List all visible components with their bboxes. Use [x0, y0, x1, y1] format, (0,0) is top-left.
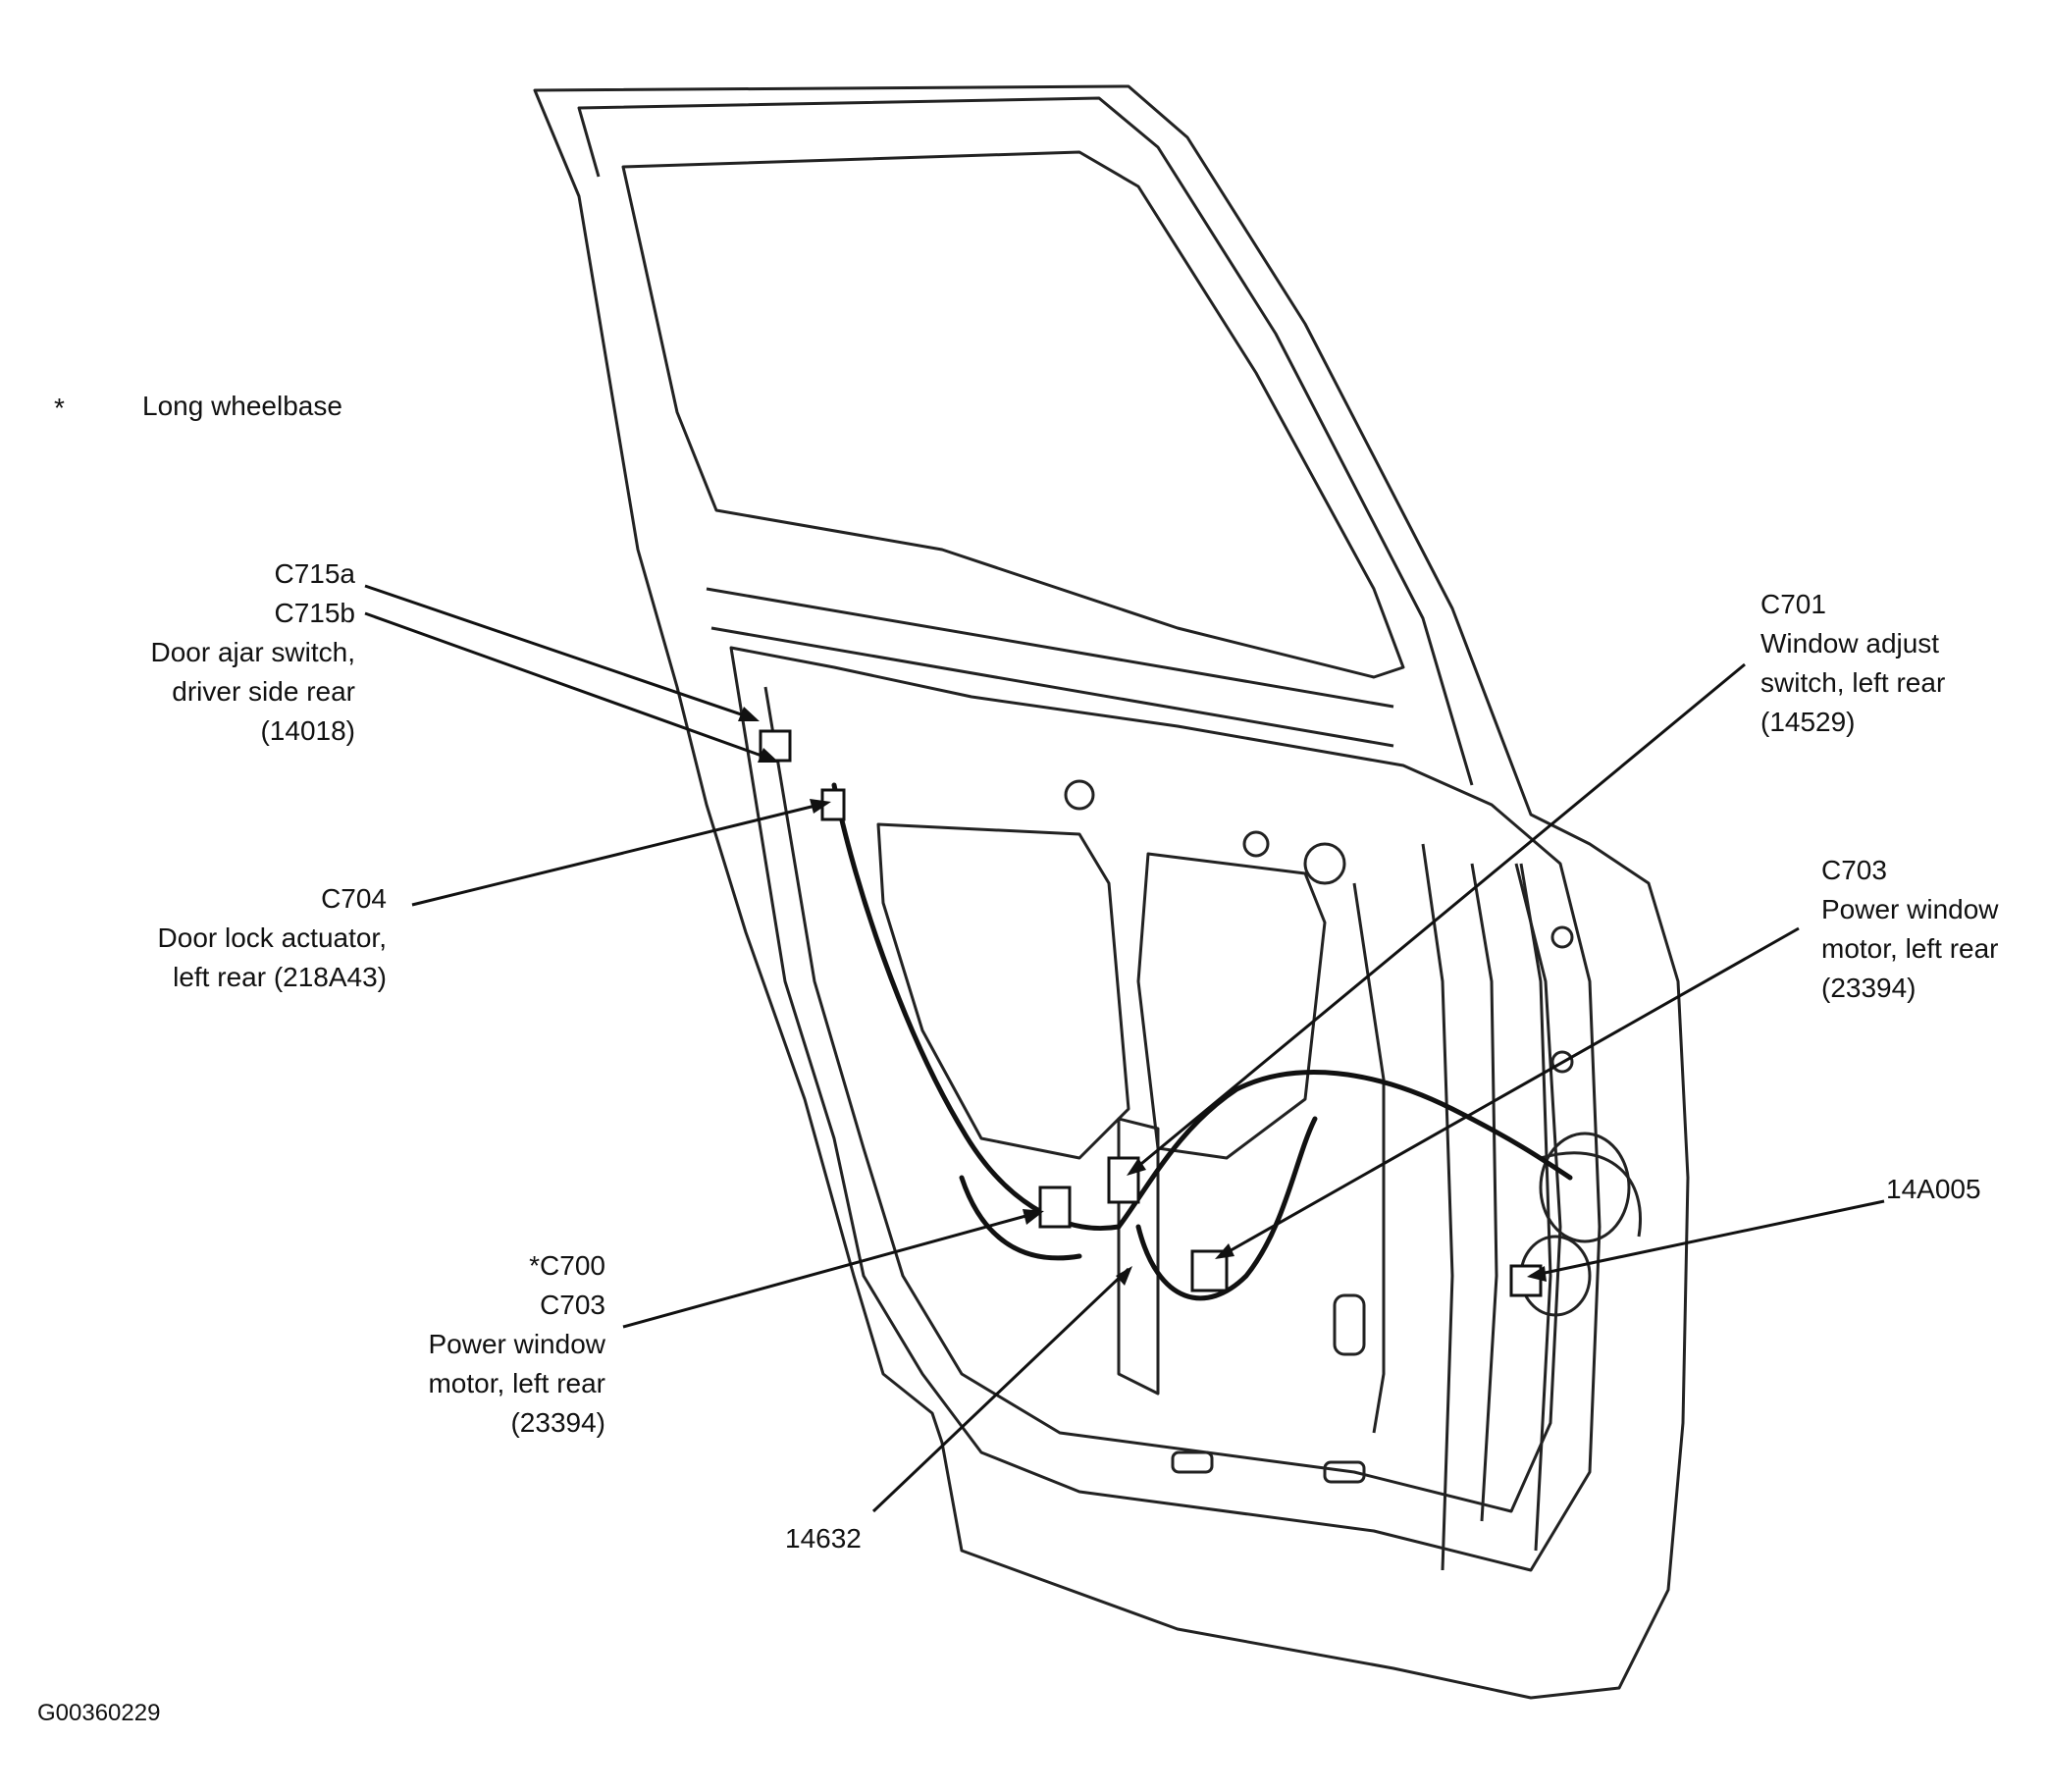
- callout-c703-line-3: motor, left rear: [1821, 933, 1999, 964]
- arrowhead-c700: [1023, 1209, 1044, 1225]
- callout-c700-line-4: motor, left rear: [428, 1368, 605, 1398]
- figure-id: G00360229: [37, 1700, 161, 1726]
- callout-14632: 14632: [785, 1519, 862, 1558]
- connectors: [759, 729, 1543, 1297]
- leader-14a005: [1530, 1199, 1885, 1278]
- callout-c715-line-4: driver side rear: [172, 676, 355, 707]
- callout-c704-line-3: left rear (218A43): [173, 962, 387, 992]
- leader-14632: [871, 1267, 1130, 1513]
- callout-c700-line-3: Power window: [428, 1329, 605, 1359]
- leader-c715a: [364, 584, 757, 721]
- callout-c700-line-2: C703: [540, 1290, 605, 1320]
- callout-14a005-line-1: 14A005: [1886, 1174, 1981, 1204]
- callout-c701-line-2: Window adjust: [1760, 628, 1940, 659]
- callout-c715-line-3: Door ajar switch,: [150, 637, 355, 667]
- callout-c700: *C700 C703 Power window motor, left rear…: [428, 1246, 605, 1443]
- callout-c703-line-1: C703: [1821, 855, 1887, 885]
- callout-c704-line-2: Door lock actuator,: [157, 922, 387, 953]
- callout-c701-line-3: switch, left rear: [1760, 667, 1946, 698]
- callout-c700-line-5: (23394): [510, 1407, 605, 1438]
- arrowhead-c715b: [758, 748, 779, 763]
- callout-c701-line-4: (14529): [1760, 707, 1856, 737]
- callout-c715-line-1: C715a: [274, 558, 355, 589]
- leader-c715b: [364, 611, 776, 763]
- leader-lines: [364, 584, 1885, 1513]
- callout-c700-line-1: *C700: [529, 1250, 605, 1281]
- connector-c700: [1038, 1186, 1072, 1229]
- callout-14a005: 14A005: [1886, 1170, 1981, 1209]
- callout-c703: C703 Power window motor, left rear (2339…: [1821, 851, 1999, 1008]
- arrowhead-c704: [810, 799, 831, 814]
- arrowhead-c701: [1127, 1158, 1146, 1176]
- legend-text: Long wheelbase: [142, 391, 342, 421]
- wiring-harness: [831, 782, 1573, 1301]
- callout-c701: C701 Window adjust switch, left rear (14…: [1760, 585, 1945, 742]
- callout-c704: C704 Door lock actuator, left rear (218A…: [158, 879, 387, 997]
- connector-14a005: [1509, 1264, 1543, 1297]
- callout-c715: C715a C715b Door ajar switch, driver sid…: [150, 554, 355, 751]
- callout-c704-line-1: C704: [321, 883, 387, 914]
- leader-c703: [1218, 926, 1800, 1259]
- callout-c703-line-2: Power window: [1821, 894, 1999, 924]
- leader-c704: [411, 801, 828, 907]
- callout-14632-line-1: 14632: [785, 1523, 862, 1554]
- door-outline: [533, 84, 1690, 1700]
- callout-c715-line-5: (14018): [260, 715, 355, 746]
- arrowhead-c703: [1215, 1243, 1234, 1259]
- arrowheads: [738, 707, 1547, 1286]
- arrowhead-14632: [1116, 1266, 1132, 1286]
- callout-c715-line-2: C715b: [274, 598, 355, 628]
- leader-c700: [622, 1210, 1041, 1329]
- legend-symbol: *: [54, 393, 65, 423]
- callout-c703-line-4: (23394): [1821, 973, 1917, 1003]
- arrowhead-14a005: [1527, 1266, 1547, 1282]
- callout-c701-line-1: C701: [1760, 589, 1826, 619]
- arrowhead-c715a: [738, 707, 760, 721]
- leader-c701: [1129, 662, 1746, 1175]
